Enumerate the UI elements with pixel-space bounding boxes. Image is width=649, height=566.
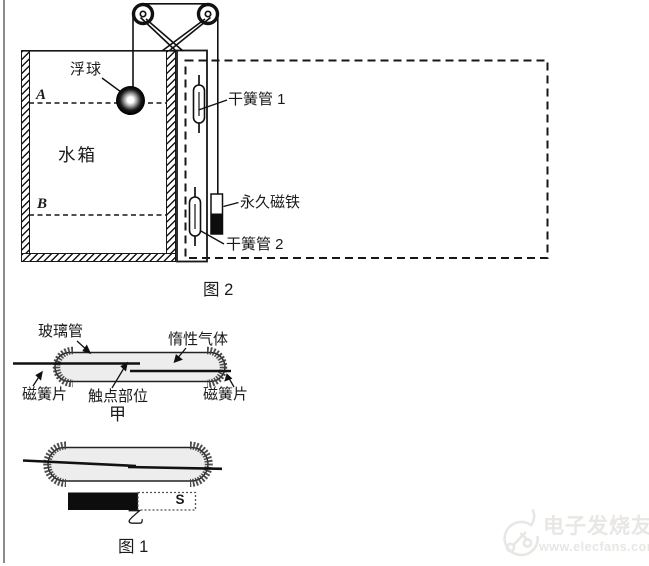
reed-strip-right-label: 磁簧片 <box>203 386 249 403</box>
rope-lines <box>132 2 219 194</box>
glass-tube-label: 玻璃管 <box>38 323 84 340</box>
subfigure-jia-label: 甲 <box>109 405 126 424</box>
reed-switch-1-label: 干簧管 1 <box>228 91 286 108</box>
pulley-right-icon <box>196 2 220 26</box>
dashed-enclosure-box <box>184 59 549 259</box>
figure-1-caption: 图 1 <box>118 538 149 556</box>
figure-2-caption: 图 2 <box>203 281 234 299</box>
hanging-magnet <box>210 193 224 235</box>
reed-capsule-yi <box>22 441 223 487</box>
watermark-site: www.elecfans.com <box>539 540 649 554</box>
reed-switch-2-device <box>188 187 202 246</box>
watermark-brand: 电子发烧友 <box>543 515 649 538</box>
inert-gas-label: 惰性气体 <box>168 331 229 348</box>
elecfans-logo-icon <box>503 508 539 557</box>
contact-area-label: 触点部位 <box>88 388 149 405</box>
level-b-label: B <box>37 196 48 212</box>
reed-switch-1-device <box>192 75 206 133</box>
magnet-s-pole-label: S <box>175 492 185 507</box>
water-tank-label: 水箱 <box>58 145 97 165</box>
reed-strip-left-label: 磁簧片 <box>22 386 68 403</box>
float-ball-label: 浮球 <box>70 61 103 78</box>
bar-magnet <box>68 491 197 511</box>
water-level-lines <box>29 102 166 216</box>
float-ball <box>116 86 145 115</box>
scan-edge-line <box>3 0 5 563</box>
level-a-label: A <box>36 87 47 103</box>
permanent-magnet-label: 永久磁铁 <box>240 194 301 211</box>
tank-bottom-wall <box>21 253 176 262</box>
reed-switch-2-label: 干簧管 2 <box>226 236 284 253</box>
figure1-arrows <box>32 340 235 389</box>
subfigure-yi-label: 乙 <box>127 508 144 527</box>
figure2-pointer-lines <box>101 77 239 245</box>
pulley-struts <box>139 16 212 52</box>
